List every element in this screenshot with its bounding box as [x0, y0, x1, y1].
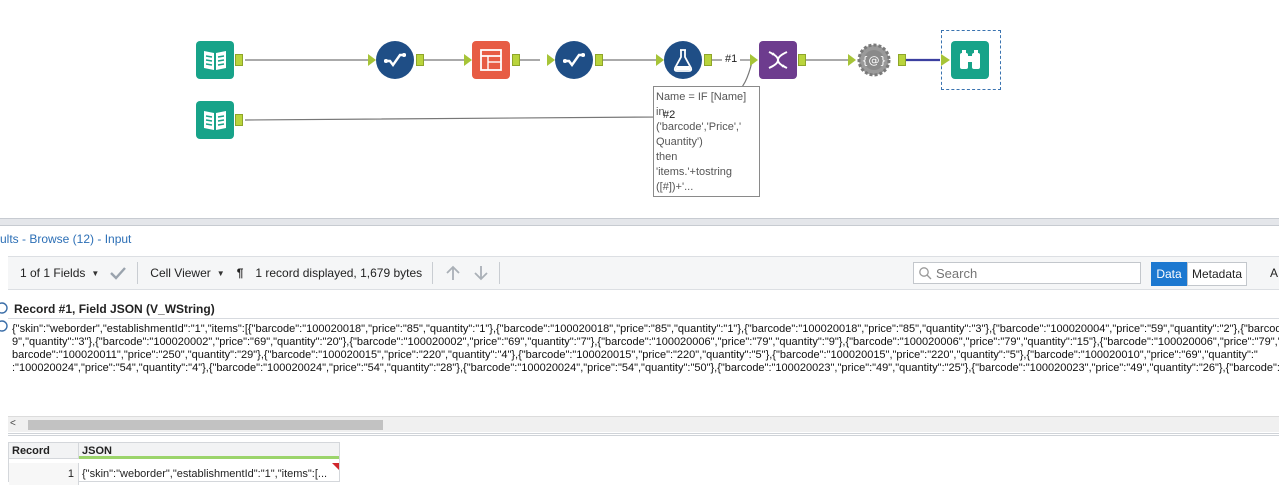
output-anchor[interactable] — [235, 54, 243, 66]
side-tool-strip — [0, 296, 8, 356]
pilcrow-toggle[interactable]: ¶ — [237, 266, 244, 280]
checkmark-icon[interactable] — [109, 266, 127, 280]
horizontal-scrollbar[interactable]: < — [8, 416, 1279, 432]
input-anchor[interactable] — [368, 54, 376, 66]
output-anchor[interactable] — [416, 54, 424, 66]
record-number-cell: 1 — [9, 463, 79, 485]
fields-label: 1 of 1 Fields — [20, 266, 86, 280]
fields-selector[interactable]: 1 of 1 Fields ▼ — [20, 266, 127, 280]
pilcrow-icon: ¶ — [236, 266, 244, 280]
svg-text:{@}: {@} — [862, 54, 887, 67]
column-header-json[interactable]: JSON — [79, 443, 339, 459]
connection-label-2: #2 — [663, 109, 676, 121]
gear-json-icon: {@} — [857, 43, 891, 77]
input-anchor[interactable] — [656, 54, 664, 66]
input-anchor[interactable] — [848, 54, 856, 66]
output-anchor[interactable] — [512, 54, 520, 66]
cell-viewer-dropdown[interactable]: Cell Viewer ▼ — [150, 266, 224, 280]
sort-up-button[interactable] — [445, 265, 461, 281]
output-anchor[interactable] — [898, 54, 906, 66]
book-open-icon — [204, 111, 226, 130]
json-value-cell[interactable]: {"skin":"weborder","establishmentId":"1"… — [79, 463, 339, 485]
results-grid[interactable]: Record JSON 1 {"skin":"weborder","establ… — [8, 442, 340, 485]
table-row[interactable]: 1 {"skin":"weborder","establishmentId":"… — [9, 463, 339, 485]
side-tab-icon[interactable] — [0, 296, 8, 336]
toolbar-divider — [499, 262, 501, 284]
search-input[interactable] — [936, 265, 1126, 281]
book-open-icon — [204, 51, 226, 70]
sort-down-button[interactable] — [473, 265, 489, 281]
chevron-down-icon: ▼ — [216, 268, 225, 278]
workflow-canvas[interactable]: #1 Name = IF [Name] in ('barcode','Price… — [0, 0, 1279, 218]
input-data-tool-1[interactable] — [196, 41, 234, 79]
output-anchor[interactable] — [595, 54, 603, 66]
cell-viewer-label: Cell Viewer — [150, 266, 211, 280]
input-anchor[interactable] — [941, 54, 950, 66]
scrollbar-thumb[interactable] — [28, 420, 383, 430]
table-grid-icon — [480, 49, 502, 71]
output-anchor[interactable] — [235, 114, 243, 126]
select-tool-1[interactable] — [376, 41, 414, 79]
input-anchor[interactable] — [547, 54, 555, 66]
search-field[interactable] — [913, 262, 1141, 284]
flask-icon — [673, 49, 693, 72]
input-anchor[interactable] — [464, 54, 472, 66]
results-panel: ults - Browse (12) - Input 1 of 1 Fields… — [0, 226, 1279, 485]
scroll-left-arrow[interactable]: < — [10, 418, 16, 429]
arrow-down-icon — [474, 266, 488, 281]
input-anchor-left[interactable] — [750, 54, 758, 66]
browse-tool[interactable] — [951, 41, 989, 79]
checkmark-path-icon — [563, 53, 585, 68]
pane-splitter[interactable] — [0, 218, 1279, 226]
toolbar-divider — [137, 262, 139, 284]
json-text-line: 9","quantity":"3"},{"barcode":"100020002… — [12, 336, 1279, 348]
overflow-button[interactable]: A — [1270, 266, 1279, 280]
connection-label-1: #1 — [724, 53, 739, 65]
formula-tool[interactable] — [664, 41, 702, 79]
formula-annotation: Name = IF [Name] in ('barcode','Price','… — [653, 86, 760, 197]
json-text-line: barcode":"100020011","price":"250","quan… — [12, 349, 1258, 361]
search-icon — [919, 267, 932, 280]
column-header-record[interactable]: Record — [9, 443, 79, 458]
viewer-grid-divider[interactable] — [8, 433, 1279, 436]
checkmark-path-icon — [384, 53, 406, 68]
crosstab-tool[interactable] — [472, 41, 510, 79]
dna-icon — [768, 51, 788, 69]
json-text-line: {"skin":"weborder","establishmentId":"1"… — [12, 323, 1279, 335]
output-anchor[interactable] — [798, 54, 806, 66]
output-anchor[interactable] — [704, 54, 712, 66]
join-tool[interactable] — [759, 41, 797, 79]
toolbar-divider — [432, 262, 434, 284]
json-cell-viewer[interactable]: {"skin":"weborder","establishmentId":"1"… — [8, 318, 1279, 428]
select-tool-2[interactable] — [555, 41, 593, 79]
results-window-title: ults - Browse (12) - Input — [0, 232, 132, 246]
records-info: 1 record displayed, 1,679 bytes — [255, 266, 423, 280]
metadata-view-button[interactable]: Metadata — [1187, 262, 1247, 286]
connection-wires — [244, 58, 940, 121]
arrow-up-icon — [446, 265, 460, 280]
json-build-tool[interactable]: {@} — [855, 41, 893, 79]
binoculars-icon — [960, 50, 980, 69]
grid-header-row: Record JSON — [9, 443, 339, 459]
record-field-header: Record #1, Field JSON (V_WString) — [14, 302, 215, 316]
input-data-tool-2[interactable] — [196, 101, 234, 139]
data-view-button[interactable]: Data — [1151, 262, 1187, 286]
chevron-down-icon: ▼ — [91, 268, 100, 278]
json-text-line: :"100020024","price":"54","quantity":"4"… — [12, 362, 1279, 374]
results-toolbar: 1 of 1 Fields ▼ Cell Viewer ▼ ¶ 1 record… — [8, 256, 1279, 290]
